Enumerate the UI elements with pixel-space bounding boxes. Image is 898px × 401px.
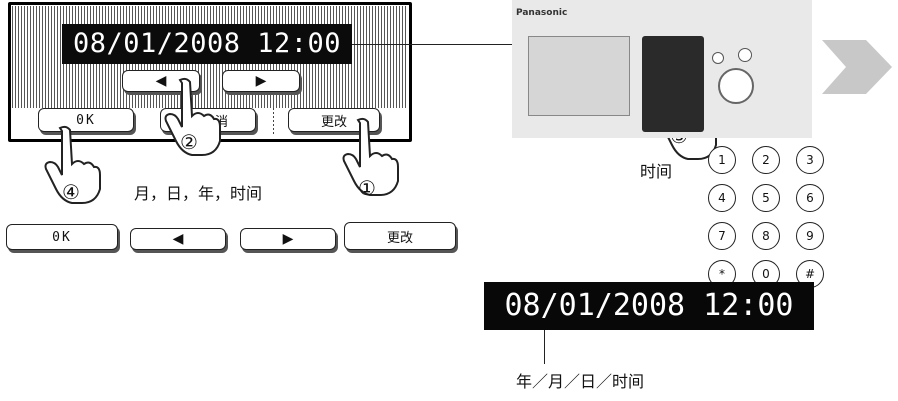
panel-divider — [273, 108, 274, 136]
copier-touchscreen — [528, 36, 630, 116]
keypad-grid: 1 2 3 4 5 6 7 8 9 * 0 # — [708, 146, 824, 288]
keypad-key[interactable]: 5 — [752, 184, 780, 212]
brand-logo: Panasonic — [516, 8, 568, 18]
panel-ok-button[interactable]: 0K — [38, 108, 134, 132]
change-label: 更改 — [386, 230, 413, 246]
keypad-key[interactable]: 8 — [752, 222, 780, 250]
callout-line — [352, 44, 636, 45]
ok-label: 0K — [52, 229, 72, 245]
keypad-key[interactable]: 7 — [708, 222, 736, 250]
step-1-marker: ① — [358, 176, 376, 200]
datetime-display: 08/01/2008 12:00 — [484, 282, 814, 330]
left-arrow-button[interactable]: ◀ — [130, 228, 226, 250]
panel-ok-label: 0K — [76, 112, 96, 128]
hand-pointer-icon — [44, 125, 101, 204]
keypad-key[interactable]: 1 — [708, 146, 736, 174]
panel-left-arrow-button[interactable]: ◀ — [122, 70, 200, 92]
panel-right-arrow-button[interactable]: ▶ — [222, 70, 300, 92]
sequence-caption: 月，日，年，时间 — [134, 184, 263, 203]
start-button-icon — [718, 68, 754, 104]
round-button-icon — [738, 48, 752, 62]
time-label: 时间 — [640, 162, 673, 181]
panel-change-label: 更改 — [320, 114, 347, 130]
change-button[interactable]: 更改 — [344, 222, 456, 250]
step-2-marker: ② — [180, 130, 198, 154]
keypad-key[interactable]: 3 — [796, 146, 824, 174]
round-button-icon — [712, 52, 724, 64]
ok-button[interactable]: 0K — [6, 224, 118, 250]
keypad-key[interactable]: 9 — [796, 222, 824, 250]
next-arrow-icon — [822, 40, 892, 94]
copier-keypad — [642, 36, 704, 132]
format-caption: 年／月／日／时间 — [516, 372, 645, 391]
hand-pointer-icon — [164, 77, 221, 156]
keypad-key[interactable]: 2 — [752, 146, 780, 174]
lcd-datetime: 08/01/2008 12:00 — [62, 24, 352, 64]
hand-pointer-icon — [342, 117, 399, 196]
right-arrow-button[interactable]: ▶ — [240, 228, 336, 250]
format-pointer-line — [544, 330, 545, 364]
keypad-key[interactable]: 4 — [708, 184, 736, 212]
keypad-key[interactable]: 6 — [796, 184, 824, 212]
step-4-marker: ④ — [62, 180, 80, 204]
